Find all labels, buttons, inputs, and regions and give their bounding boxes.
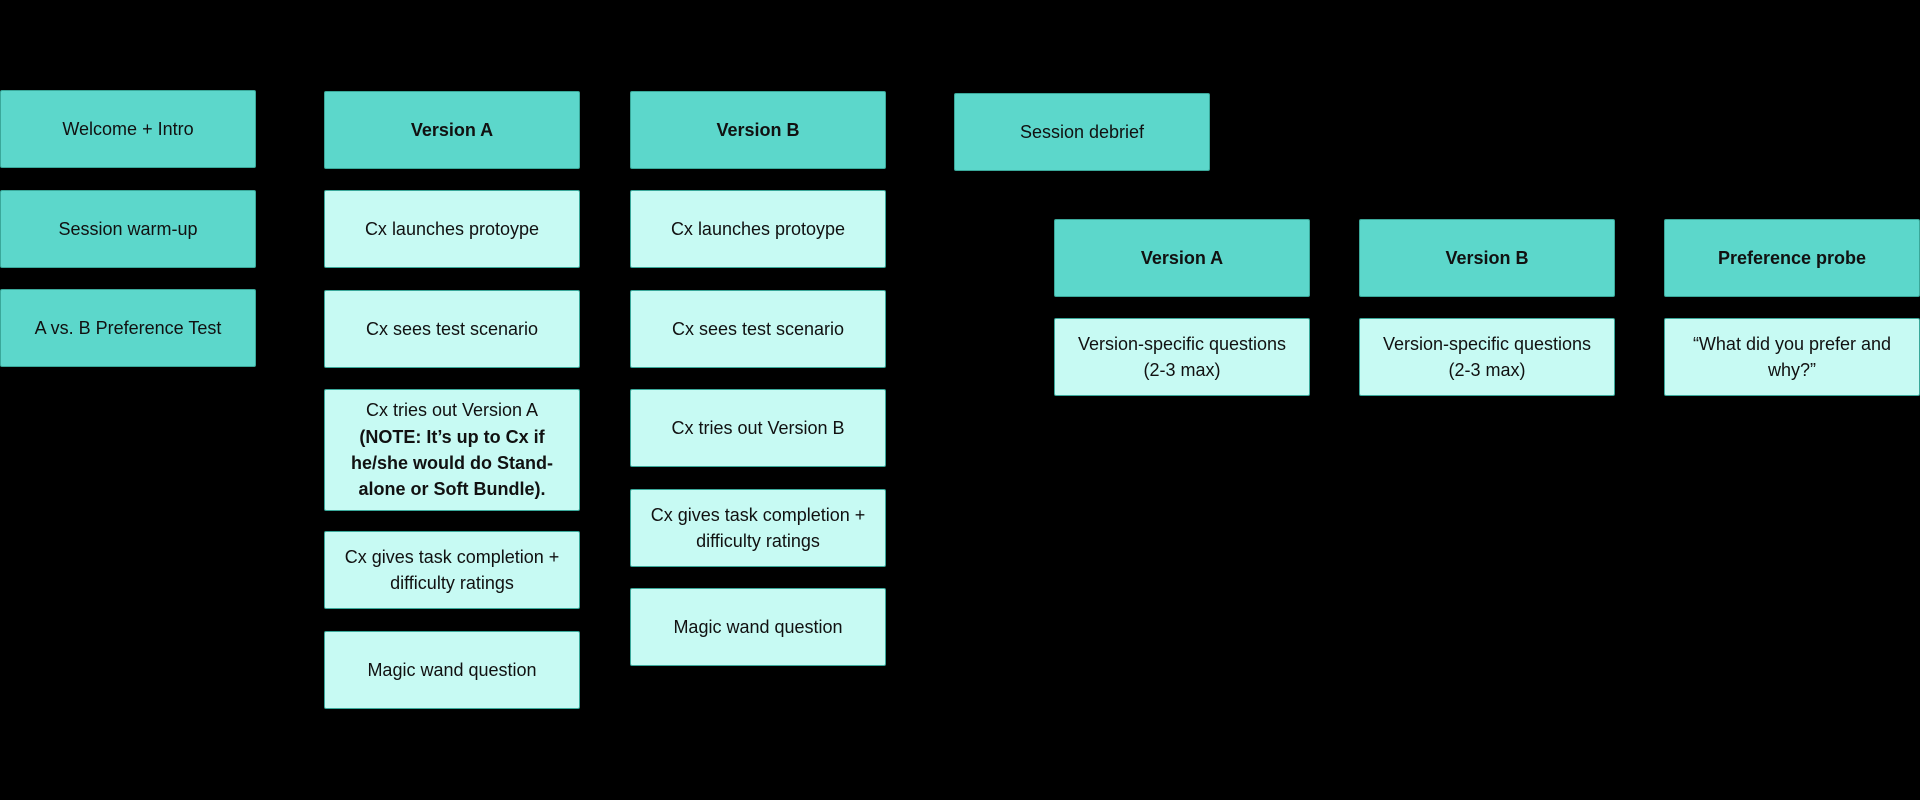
step-label: Cx sees test scenario <box>671 318 845 339</box>
step-label: Cx tries out Version A <box>365 400 539 421</box>
agenda-label: Session warm-up <box>58 218 198 239</box>
version-b-title: Version B <box>716 119 800 140</box>
version-a-step-try-out[interactable]: Cx tries out Version A (NOTE: It’s up to… <box>324 389 580 511</box>
preference-probe-question[interactable]: “What did you prefer and why?” <box>1664 318 1920 396</box>
debrief-question: Version-specific questions (2-3 max) <box>1077 333 1287 380</box>
session-debrief-title: Session debrief <box>1019 121 1145 142</box>
version-a-title: Version A <box>410 119 494 140</box>
agenda-preference-test[interactable]: A vs. B Preference Test <box>0 289 256 367</box>
step-label: Magic wand question <box>367 659 537 680</box>
debrief-version-b-questions[interactable]: Version-specific questions (2-3 max) <box>1359 318 1615 396</box>
version-a-step-magic-wand[interactable]: Magic wand question <box>324 631 580 709</box>
step-label: Cx launches protoype <box>670 218 846 239</box>
debrief-column-title: Preference probe <box>1717 247 1867 268</box>
step-label: Cx sees test scenario <box>365 318 539 339</box>
debrief-version-a-header[interactable]: Version A <box>1054 219 1310 297</box>
agenda-label: A vs. B Preference Test <box>34 317 222 338</box>
debrief-version-a-questions[interactable]: Version-specific questions (2-3 max) <box>1054 318 1310 396</box>
version-b-header[interactable]: Version B <box>630 91 886 169</box>
agenda-label: Welcome + Intro <box>62 118 194 139</box>
version-b-step-ratings[interactable]: Cx gives task completion + difficulty ra… <box>630 489 886 567</box>
step-label: Cx gives task completion + difficulty ra… <box>344 546 560 593</box>
step-note: (NOTE: It’s up to Cx if he/she would do … <box>351 426 553 500</box>
debrief-question: “What did you prefer and why?” <box>1692 333 1892 380</box>
version-a-step-ratings[interactable]: Cx gives task completion + difficulty ra… <box>324 531 580 609</box>
step-label: Cx launches protoype <box>364 218 540 239</box>
step-label: Cx tries out Version B <box>671 417 845 438</box>
preference-probe-header[interactable]: Preference probe <box>1664 219 1920 297</box>
debrief-version-b-header[interactable]: Version B <box>1359 219 1615 297</box>
step-label: Cx gives task completion + difficulty ra… <box>650 504 866 551</box>
debrief-column-title: Version B <box>1445 247 1529 268</box>
step-label: Magic wand question <box>673 616 843 637</box>
version-b-step-scenario[interactable]: Cx sees test scenario <box>630 290 886 368</box>
version-a-header[interactable]: Version A <box>324 91 580 169</box>
version-b-step-magic-wand[interactable]: Magic wand question <box>630 588 886 666</box>
version-b-step-try-out[interactable]: Cx tries out Version B <box>630 389 886 467</box>
session-debrief-header[interactable]: Session debrief <box>954 93 1210 171</box>
agenda-welcome-intro[interactable]: Welcome + Intro <box>0 90 256 168</box>
version-b-step-launch[interactable]: Cx launches protoype <box>630 190 886 268</box>
agenda-session-warm-up[interactable]: Session warm-up <box>0 190 256 268</box>
debrief-column-title: Version A <box>1140 247 1224 268</box>
version-a-step-launch[interactable]: Cx launches protoype <box>324 190 580 268</box>
debrief-question: Version-specific questions (2-3 max) <box>1382 333 1592 380</box>
version-a-step-scenario[interactable]: Cx sees test scenario <box>324 290 580 368</box>
